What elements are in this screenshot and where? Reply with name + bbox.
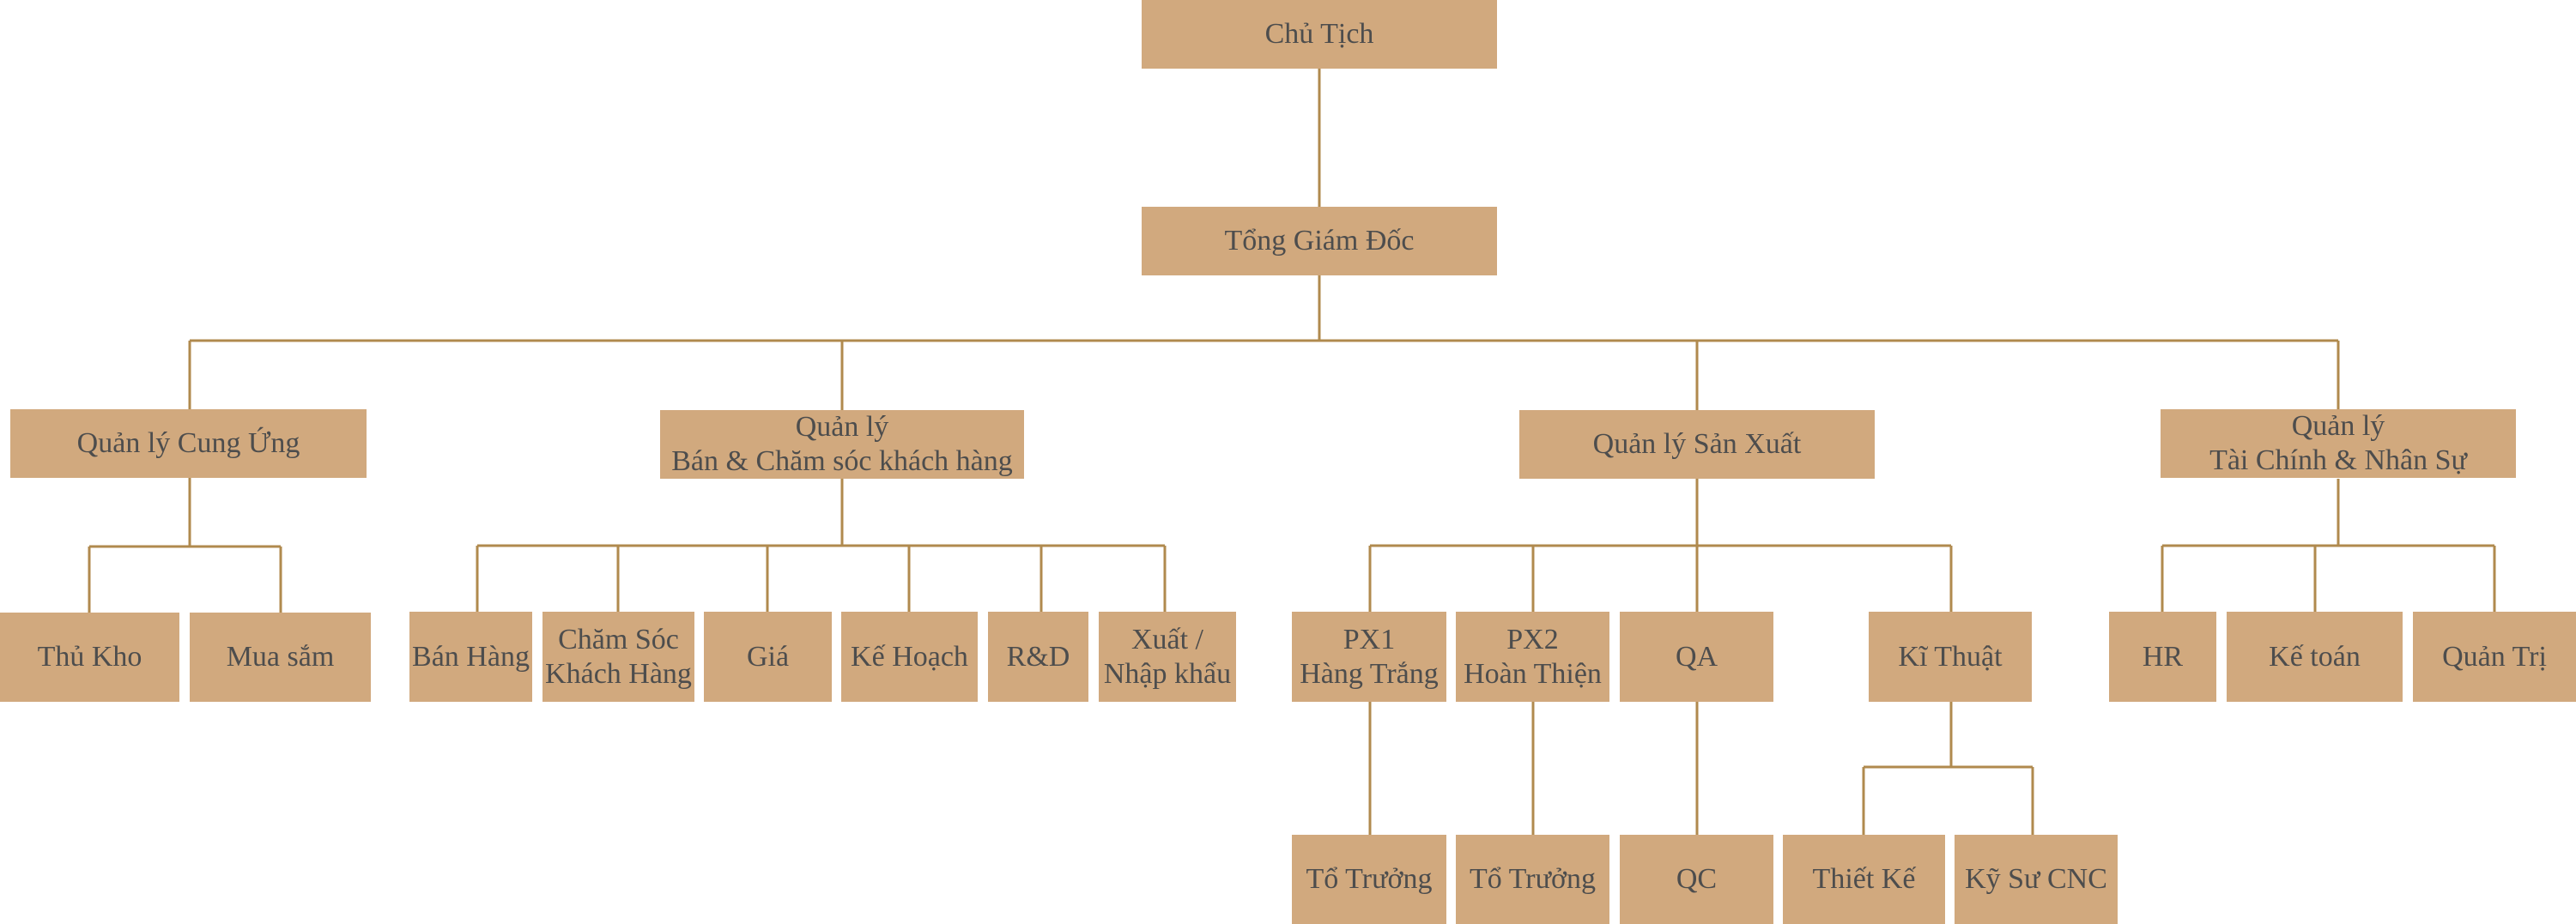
node-finance-hr-manager: Quản lý Tài Chính & Nhân Sự (2161, 409, 2516, 478)
node-administration: Quản Trị (2413, 612, 2576, 702)
node-team-leader-1: Tổ Trưởng (1292, 835, 1446, 924)
node-engineering: Kĩ Thuật (1869, 612, 2032, 702)
connector-finance-branch (2161, 479, 2496, 612)
node-chairman: Chủ Tịch (1142, 0, 1497, 69)
connector-supply-branch (88, 478, 282, 613)
node-ceo: Tổng Giám Đốc (1142, 207, 1497, 275)
node-warehouse: Thủ Kho (0, 613, 179, 702)
node-planning: Kế Hoạch (841, 612, 978, 702)
node-hr: HR (2109, 612, 2216, 702)
node-design: Thiết Kế (1783, 835, 1945, 924)
node-qc: QC (1620, 835, 1773, 924)
node-production-manager: Quản lý Sản Xuất (1519, 410, 1875, 479)
node-sales-manager: Quản lý Bán & Chăm sóc khách hàng (660, 410, 1024, 479)
node-pricing: Giá (704, 612, 832, 702)
node-px1: PX1 Hàng Trắng (1292, 612, 1446, 702)
node-qa: QA (1620, 612, 1773, 702)
node-rnd: R&D (988, 612, 1088, 702)
node-supply-manager: Quản lý Cung Ứng (10, 409, 367, 478)
node-customer-care: Chăm Sóc Khách Hàng (542, 612, 694, 702)
node-team-leader-2: Tổ Trưởng (1456, 835, 1609, 924)
node-sales: Bán Hàng (409, 612, 532, 702)
node-accounting: Kế toán (2227, 612, 2403, 702)
connector-production-branch (1368, 479, 1953, 612)
connector-engineering-branch (1862, 702, 2034, 835)
node-cnc-engineer: Kỹ Sư CNC (1955, 835, 2118, 924)
node-import-export: Xuất / Nhập khẩu (1099, 612, 1236, 702)
node-px2: PX2 Hoàn Thiện (1456, 612, 1609, 702)
connector-sales-branch (476, 479, 1167, 612)
node-purchasing: Mua sắm (190, 613, 371, 702)
connector-ceo-bus (190, 275, 2338, 342)
